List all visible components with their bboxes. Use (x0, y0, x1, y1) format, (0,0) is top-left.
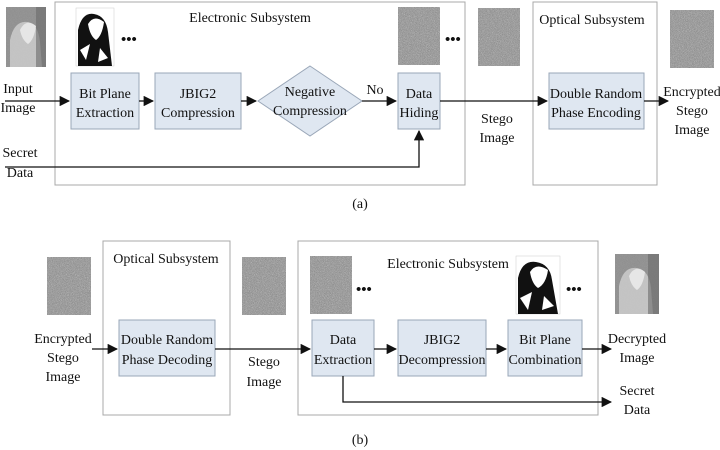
encrypted-label-a-line1: Encrypted (663, 85, 720, 100)
data-extraction-line2: Extraction (314, 353, 372, 368)
electronic-subsystem-title-b: Electronic Subsystem (387, 257, 509, 272)
panel-b: Optical Subsystem Electronic Subsystem E… (34, 240, 666, 448)
encrypted-label-b-line1: Encrypted (34, 332, 92, 347)
data-extraction-block (311, 319, 375, 377)
secret-data-label-b-line1: Secret (620, 384, 655, 399)
data-extraction-line1: Data (330, 333, 357, 348)
bit-plane-extraction-line1: Bit Plane (79, 87, 131, 102)
drpd-line1: Double Random (121, 333, 213, 348)
jbig2-decompression-line2: Decompression (398, 353, 485, 368)
encrypted-label-a-line2: Stego (676, 104, 708, 119)
data-hiding-line2: Hiding (400, 106, 439, 121)
decrypted-label-line1: Decrypted (608, 332, 666, 347)
stego-image-thumbnail-b (242, 257, 286, 315)
drpe-line2: Phase Encoding (551, 106, 641, 121)
negative-compression-decision (257, 65, 363, 137)
encrypted-label-b-line3: Image (46, 370, 81, 385)
input-image-label-line1: Input (3, 82, 33, 97)
double-random-phase-encoding-block (548, 72, 645, 130)
arrow-extraction-to-secret (342, 376, 613, 408)
bit-plane-extraction-block (70, 72, 140, 130)
decrypted-label-line2: Image (620, 351, 655, 366)
jbig2-decompression-block (397, 319, 487, 377)
optical-subsystem-title-b: Optical Subsystem (113, 252, 218, 267)
secret-data-label-b-line2: Data (624, 403, 651, 418)
encrypted-image-thumbnail-b (47, 257, 91, 315)
stego-image-label-b-line2: Image (247, 375, 282, 390)
stego-image-label-a-line2: Image (480, 131, 515, 146)
ellipsis-bitplanes-b: ••• (566, 282, 582, 298)
secret-data-label-a-line2: Data (7, 166, 34, 181)
bit-plane-extraction-line2: Extraction (76, 106, 134, 121)
encrypted-label-a-line3: Image (675, 123, 710, 138)
caption-b: (b) (352, 433, 369, 448)
drpd-line2: Phase Decoding (122, 353, 213, 368)
double-random-phase-decoding-block (118, 319, 216, 377)
ellipsis-extraction-planes: ••• (356, 282, 372, 298)
ellipsis-stego-planes: ••• (445, 32, 461, 48)
drpe-line1: Double Random (550, 87, 642, 102)
encrypted-image-thumbnail-a (670, 10, 714, 68)
arrow-secret-to-datahiding (5, 129, 425, 168)
optical-subsystem-title-a: Optical Subsystem (539, 13, 644, 28)
jbig2-compression-line1: JBIG2 (180, 87, 217, 102)
input-image-thumbnail (6, 7, 46, 67)
no-branch-label: No (366, 83, 383, 98)
bit-plane-combination-block (507, 319, 583, 377)
panel-a: Electronic Subsystem Optical Subsystem I… (1, 1, 720, 212)
jbig2-compression-block (154, 72, 242, 130)
stego-noise-thumbnail-b1 (310, 256, 352, 314)
bit-plane-combination-line1: Bit Plane (519, 333, 571, 348)
data-hiding-line1: Data (406, 87, 433, 102)
ellipsis-bitplanes: ••• (121, 32, 137, 48)
stego-noise-thumbnail-a1 (398, 7, 440, 65)
stego-image-thumbnail-a (478, 8, 520, 66)
caption-a: (a) (352, 197, 368, 212)
bit-plane-thumbnail (75, 7, 115, 67)
negative-compression-line2: Compression (273, 104, 347, 119)
bit-plane-combination-line2: Combination (508, 353, 581, 368)
input-image-label-line2: Image (1, 101, 36, 116)
electronic-subsystem-title-a: Electronic Subsystem (189, 11, 311, 26)
stego-image-label-a-line1: Stego (481, 112, 513, 127)
jbig2-compression-line2: Compression (161, 106, 235, 121)
secret-data-label-a-line1: Secret (3, 146, 38, 161)
data-hiding-block (397, 72, 441, 130)
negative-compression-line1: Negative (285, 85, 336, 100)
decrypted-image-thumbnail (615, 254, 659, 314)
jbig2-decompression-line1: JBIG2 (424, 333, 461, 348)
encrypted-label-b-line2: Stego (47, 351, 79, 366)
stego-image-label-b-line1: Stego (248, 355, 280, 370)
bit-plane-thumbnail-b (515, 255, 561, 315)
